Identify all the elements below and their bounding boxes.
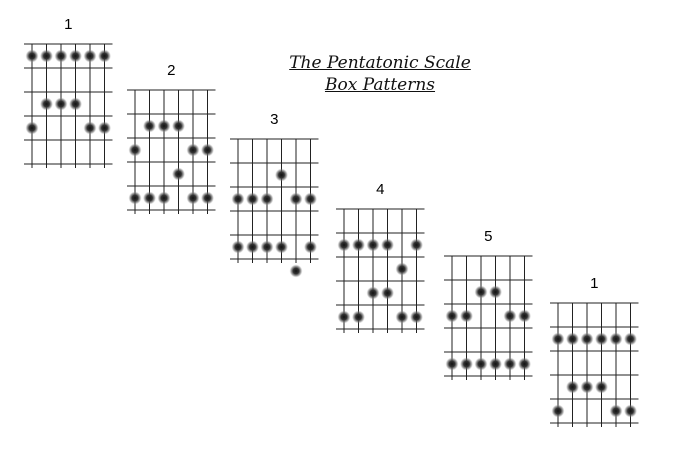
note-dot	[172, 167, 185, 181]
note-dot	[231, 192, 245, 206]
note-dot	[381, 286, 394, 300]
pattern-label: 3	[270, 111, 278, 128]
note-dot	[231, 240, 245, 254]
note-dot	[25, 121, 39, 135]
note-dot	[128, 191, 142, 205]
note-dot	[566, 380, 579, 394]
note-dot	[143, 119, 156, 133]
note-dot	[83, 121, 97, 135]
note-dot	[352, 238, 365, 252]
note-dot	[566, 332, 579, 346]
note-dot	[474, 357, 488, 371]
note-dot	[54, 49, 68, 63]
pattern-label: 5	[484, 228, 492, 245]
pattern-label: 2	[167, 62, 175, 79]
note-dot	[489, 285, 502, 299]
note-dot	[503, 309, 517, 323]
note-dot	[201, 143, 214, 157]
pattern-5-box: 5	[444, 228, 533, 380]
note-dot	[98, 49, 111, 63]
note-dot	[54, 97, 68, 111]
note-dot	[246, 240, 259, 254]
pattern-3-box: 3	[230, 111, 319, 278]
note-dot	[474, 285, 488, 299]
note-dot	[551, 404, 565, 418]
note-dot	[489, 357, 502, 371]
note-dot	[624, 404, 637, 418]
note-dot	[40, 49, 53, 63]
title-line-2: Box Patterns	[324, 75, 436, 95]
note-dot	[289, 264, 303, 278]
note-dot	[337, 238, 351, 252]
note-dot	[352, 310, 365, 324]
note-dot	[410, 238, 423, 252]
note-dot	[580, 380, 594, 394]
note-dot	[551, 332, 565, 346]
pattern-2-box: 2	[127, 62, 216, 214]
note-dot	[260, 240, 274, 254]
note-dot	[609, 332, 623, 346]
note-dot	[366, 238, 380, 252]
note-dot	[460, 309, 473, 323]
note-dot	[304, 192, 317, 206]
note-dot	[595, 380, 608, 394]
pattern-label: 1	[590, 275, 598, 292]
pattern-4-box: 4	[336, 181, 425, 333]
note-dot	[395, 262, 409, 276]
note-dot	[69, 97, 82, 111]
note-dot	[201, 191, 214, 205]
note-dot	[260, 192, 274, 206]
title-line-1: The Pentatonic Scale	[289, 53, 471, 73]
note-dot	[186, 191, 200, 205]
note-dot	[275, 240, 288, 254]
note-dot	[40, 97, 53, 111]
note-dot	[128, 143, 142, 157]
note-dot	[143, 191, 156, 205]
note-dot	[337, 310, 351, 324]
note-dot	[25, 49, 39, 63]
note-dot	[595, 332, 608, 346]
diagram-title: The Pentatonic Scale Box Patterns	[250, 52, 510, 96]
note-dot	[83, 49, 97, 63]
note-dot	[246, 192, 259, 206]
note-dot	[381, 238, 394, 252]
note-dot	[410, 310, 423, 324]
pattern-6-box: 1	[550, 275, 639, 427]
note-dot	[69, 49, 82, 63]
note-dot	[503, 357, 517, 371]
note-dot	[395, 310, 409, 324]
note-dot	[289, 192, 303, 206]
note-dot	[275, 168, 288, 182]
note-dot	[186, 143, 200, 157]
note-dot	[518, 309, 531, 323]
pattern-label: 4	[376, 181, 384, 198]
note-dot	[609, 404, 623, 418]
note-dot	[445, 357, 459, 371]
pattern-label: 1	[64, 16, 72, 33]
note-dot	[580, 332, 594, 346]
note-dot	[624, 332, 637, 346]
pattern-1-box: 1	[24, 16, 113, 168]
note-dot	[366, 286, 380, 300]
note-dot	[460, 357, 473, 371]
note-dot	[304, 240, 317, 254]
note-dot	[172, 119, 185, 133]
note-dot	[518, 357, 531, 371]
note-dot	[157, 119, 171, 133]
note-dot	[445, 309, 459, 323]
note-dot	[157, 191, 171, 205]
note-dot	[98, 121, 111, 135]
